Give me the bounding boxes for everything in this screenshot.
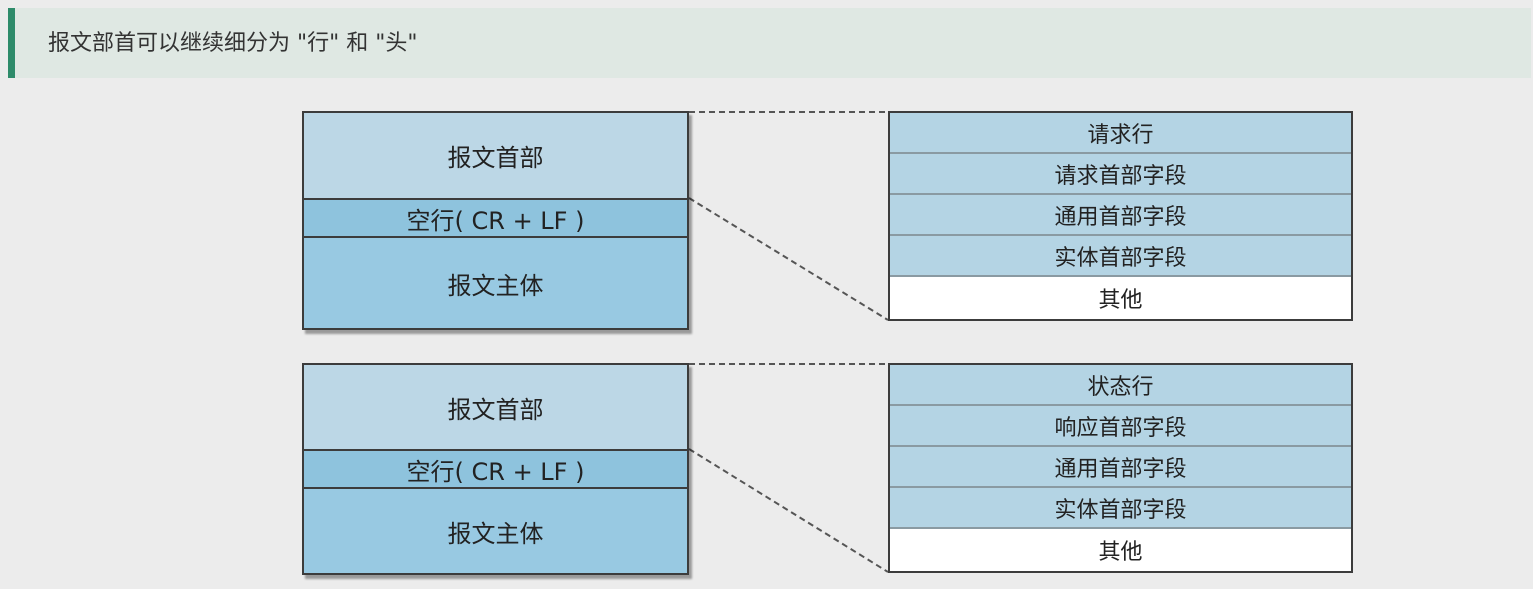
request-field-row: 请求首部字段 (890, 154, 1351, 195)
connector-bottom-lower (688, 448, 889, 573)
request-field-row: 通用首部字段 (890, 195, 1351, 236)
response-field-row: 其他 (890, 529, 1351, 570)
response-field-row: 通用首部字段 (890, 447, 1351, 488)
request-message-body: 报文主体 (304, 238, 687, 328)
request-field-row: 实体首部字段 (890, 236, 1351, 277)
request-blank-line: 空行( CR + LF ) (304, 198, 687, 238)
request-field-row: 请求行 (890, 113, 1351, 154)
connector-top-lower (688, 197, 889, 321)
response-field-row: 实体首部字段 (890, 488, 1351, 529)
request-header-fields: 请求行 请求首部字段 通用首部字段 实体首部字段 其他 (888, 111, 1353, 321)
response-header-fields: 状态行 响应首部字段 通用首部字段 实体首部字段 其他 (888, 363, 1353, 573)
request-field-row: 其他 (890, 277, 1351, 318)
title-banner: 报文部首可以继续细分为 "行" 和 "头" (8, 8, 1531, 78)
response-message-box: 报文首部 空行( CR + LF ) 报文主体 (302, 363, 689, 575)
response-blank-line: 空行( CR + LF ) (304, 449, 687, 489)
response-field-row: 状态行 (890, 365, 1351, 406)
request-message-header: 报文首部 (304, 113, 687, 198)
response-message-header: 报文首部 (304, 365, 687, 449)
banner-title: 报文部首可以继续细分为 "行" 和 "头" (48, 31, 418, 56)
request-message-box: 报文首部 空行( CR + LF ) 报文主体 (302, 111, 689, 330)
response-message-body: 报文主体 (304, 489, 687, 573)
response-field-row: 响应首部字段 (890, 406, 1351, 447)
